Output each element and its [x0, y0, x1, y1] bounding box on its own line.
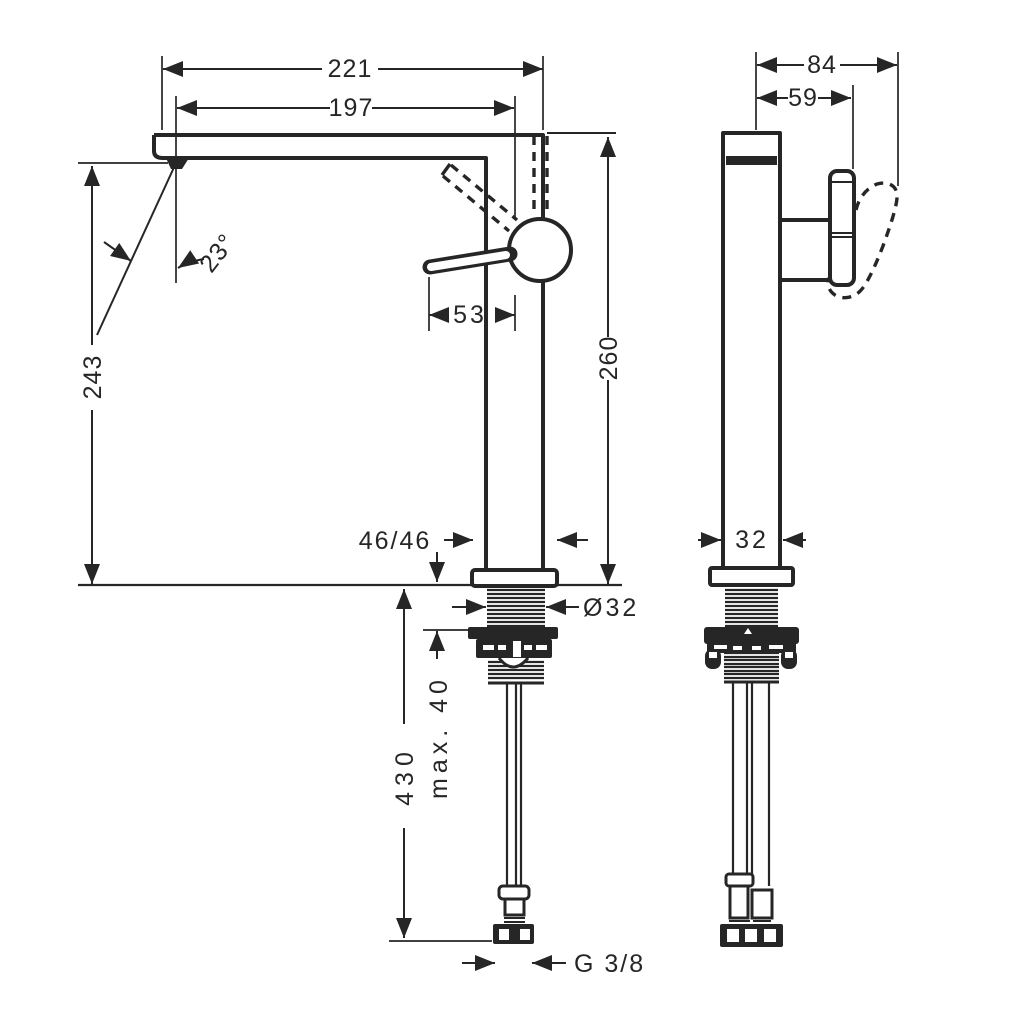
- dim-shank-diameter: Ø32: [452, 594, 639, 622]
- dim-spout-angle: 23°: [96, 162, 241, 336]
- side-view: 84 59 32: [698, 51, 899, 947]
- supply-hoses-side: [720, 683, 783, 947]
- dim-197-label: 197: [329, 94, 374, 122]
- dim-430-label: 430: [391, 746, 419, 806]
- shank-flange: [468, 627, 558, 639]
- handle-side: [828, 169, 856, 287]
- dim-hose-length: 430: [391, 589, 419, 938]
- dim-deck-thickness: max. 40: [425, 631, 453, 799]
- handle-pivot: [507, 217, 573, 283]
- threaded-shank: [487, 588, 545, 628]
- dim-23deg-label: 23°: [194, 228, 241, 277]
- locking-nut: [476, 639, 552, 658]
- dim-32-label: 32: [735, 526, 769, 554]
- faucet-side: [704, 131, 899, 947]
- dim-260-label: 260: [595, 336, 623, 381]
- base-plate: [470, 568, 559, 588]
- handle-mount: [778, 218, 832, 282]
- dim-spout-height: 260: [595, 137, 623, 584]
- faucet-front: [152, 133, 573, 944]
- dim-dia32-label: Ø32: [583, 594, 639, 622]
- dim-outlet-height: 243: [79, 166, 107, 584]
- dim-lever-offset: 53: [429, 301, 515, 329]
- dim-body-width: 32: [698, 526, 806, 554]
- handle-swing-dashed: [826, 181, 899, 300]
- spout-edge-band: [726, 156, 777, 165]
- aerator-tip: [166, 158, 189, 169]
- dim-depth-overall: 84: [757, 51, 897, 79]
- dim-g38-label: G 3/8: [574, 950, 645, 978]
- dim-59-label: 59: [788, 84, 818, 112]
- handle-lever: [422, 246, 518, 275]
- dim-max40-label: max. 40: [425, 675, 453, 799]
- dim-connection-thread: G 3/8: [462, 950, 645, 978]
- lever-dashed-positions: [440, 136, 549, 233]
- dim-221-label: 221: [328, 55, 373, 83]
- dim-53-label: 53: [453, 301, 487, 329]
- dim-reach-aerator: 197: [177, 94, 514, 122]
- dim-84-label: 84: [807, 51, 837, 79]
- locking-nut-side: [704, 627, 799, 669]
- supply-hose: [493, 684, 534, 944]
- dim-handle-depth: 59: [757, 84, 851, 112]
- base-plate-side: [708, 566, 795, 587]
- threaded-shank-side: [725, 588, 778, 628]
- front-view: 221 197 243 23° 53: [78, 55, 645, 978]
- dim-243-label: 243: [79, 355, 107, 400]
- dim-reach-overall: 221: [163, 55, 543, 83]
- dim-base-square: 46/46: [359, 527, 588, 582]
- dim-4646-label: 46/46: [359, 527, 432, 555]
- extension-lines-side: [755, 52, 899, 186]
